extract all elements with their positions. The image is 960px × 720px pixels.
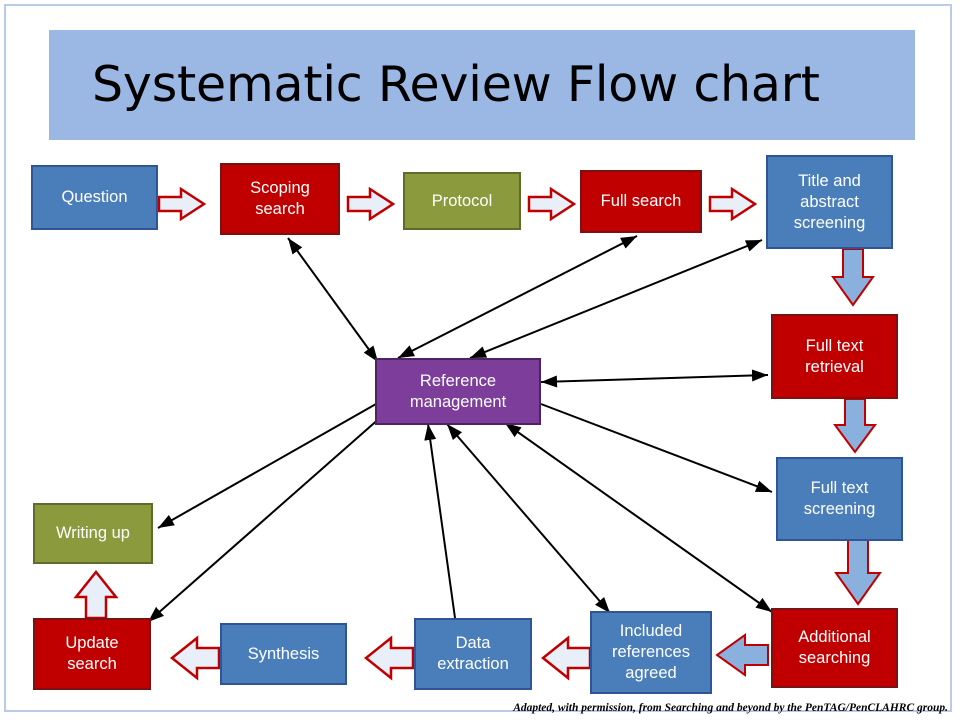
node-additional-searching[interactable]: Additional searching xyxy=(771,608,898,688)
node-label: Title and abstract screening xyxy=(793,171,866,232)
node-writing-up[interactable]: Writing up xyxy=(33,503,153,564)
node-question[interactable]: Question xyxy=(31,165,158,230)
source-caption: Adapted, with permission, from Searching… xyxy=(513,702,948,714)
node-label: Full text screening xyxy=(803,479,876,518)
title-banner xyxy=(49,30,915,140)
node-label: Additional searching xyxy=(798,628,871,667)
page-border xyxy=(4,4,952,712)
node-label: Writing up xyxy=(56,524,130,542)
node-full-text-retrieval[interactable]: Full text retrieval xyxy=(771,314,898,399)
node-label: Synthesis xyxy=(247,644,320,663)
node-full-search[interactable]: Full search xyxy=(580,170,702,233)
node-protocol[interactable]: Protocol xyxy=(403,172,521,230)
node-label: Scoping search xyxy=(250,179,310,218)
node-scoping-search[interactable]: Scoping search xyxy=(220,163,340,235)
node-title-abstract-screening[interactable]: Title and abstract screening xyxy=(766,155,893,249)
node-label: Full text retrieval xyxy=(805,336,864,376)
node-included-references-agreed[interactable]: Included references agreed xyxy=(590,611,712,694)
node-reference-management[interactable]: Reference management xyxy=(375,358,541,425)
node-update-search[interactable]: Update search xyxy=(33,618,151,690)
node-label: Question xyxy=(61,188,128,206)
node-label: Protocol xyxy=(431,191,493,210)
page-title: Systematic Review Flow chart xyxy=(92,56,820,113)
node-full-text-screening[interactable]: Full text screening xyxy=(776,457,903,541)
node-label: Update search xyxy=(65,634,119,673)
node-label: Data extraction xyxy=(437,634,509,673)
node-label: Reference management xyxy=(409,371,507,411)
node-data-extraction[interactable]: Data extraction xyxy=(414,618,532,690)
node-label: Included references agreed xyxy=(612,622,690,682)
node-synthesis[interactable]: Synthesis xyxy=(220,623,347,685)
node-label: Full search xyxy=(600,192,682,210)
